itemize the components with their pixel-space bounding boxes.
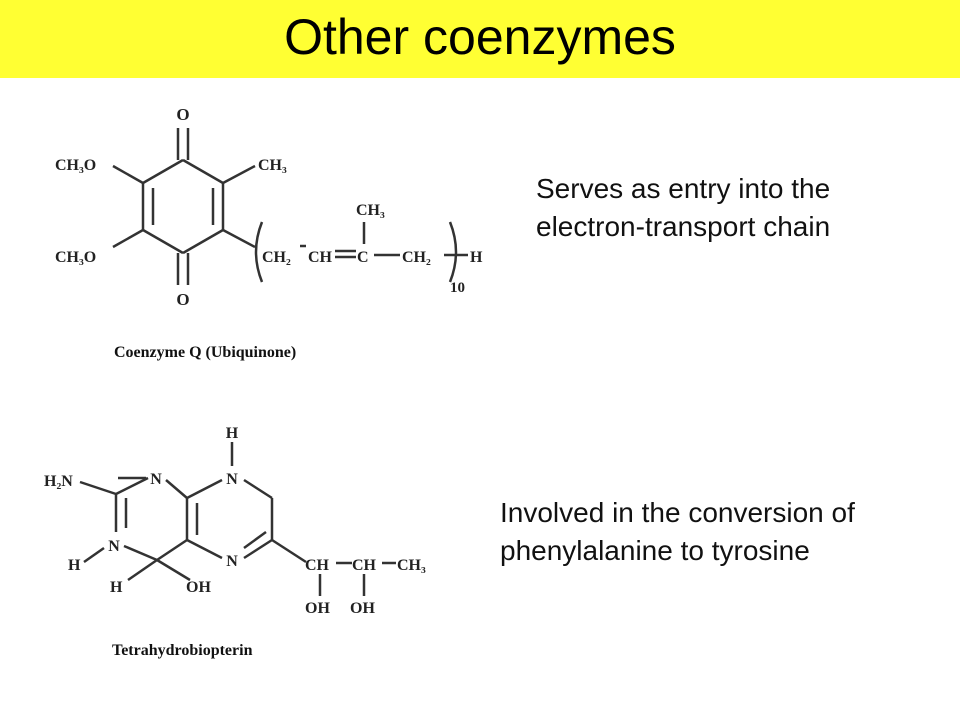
tetrahydrobiopterin-description-line2: phenylalanine to tyrosine: [500, 535, 810, 566]
atom-h-left: H: [68, 557, 81, 574]
coenzyme-q-description-line1: Serves as entry into the: [536, 173, 831, 204]
group-ch3o-bottom: CH₃O: [55, 249, 96, 266]
group-oh-ring: OH: [186, 579, 211, 596]
coenzyme-q-description-line2: electron-transport chain: [536, 211, 831, 242]
group-ch-a: CH: [305, 557, 330, 574]
group-ch2-a: CH₂: [262, 249, 291, 266]
repeat-count: 10: [450, 280, 465, 296]
title-bar: [0, 0, 960, 78]
group-ch-b: CH: [352, 557, 377, 574]
group-ch2-b: CH₂: [402, 249, 431, 266]
atom-h-top: H: [226, 425, 239, 442]
atom-n-left: N: [108, 538, 120, 555]
atom-n-bottom: N: [226, 553, 238, 570]
group-ch3-chain: CH₃: [356, 202, 385, 219]
tetrahydrobiopterin-description-line1: Involved in the conversion of: [500, 497, 855, 528]
group-oh-a: OH: [305, 600, 330, 617]
group-ch3: CH₃: [397, 557, 426, 574]
coenzyme-q-caption: Coenzyme Q (Ubiquinone): [114, 344, 297, 361]
atom-n-top-left: N: [150, 471, 162, 488]
group-oh-b: OH: [350, 600, 375, 617]
atom-n-top-right: N: [226, 471, 238, 488]
group-ch3o-top: CH₃O: [55, 157, 96, 174]
atom-h-bottom: H: [110, 579, 123, 596]
group-ch3-ring: CH₃: [258, 157, 287, 174]
slide-title: Other coenzymes: [284, 9, 676, 65]
atom-o-bottom: O: [176, 290, 189, 309]
group-h2n: H₂N: [44, 473, 73, 490]
atom-h-end: H: [470, 249, 483, 266]
group-ch: CH: [308, 249, 333, 266]
atom-o-top: O: [176, 105, 189, 124]
tetrahydrobiopterin-caption: Tetrahydrobiopterin: [112, 642, 253, 659]
atom-c: C: [357, 249, 369, 266]
